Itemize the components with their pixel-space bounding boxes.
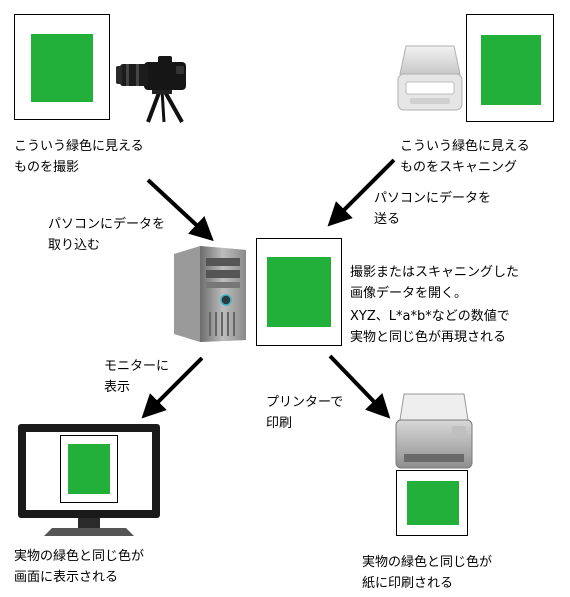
green-sample — [68, 444, 110, 494]
green-sample — [31, 34, 93, 102]
green-sample — [267, 257, 331, 327]
printed-paper — [396, 470, 468, 536]
arrow-pc-to-printer — [328, 354, 391, 419]
label-to-printer: プリンターで 印刷 — [266, 395, 344, 431]
printer-icon — [395, 393, 473, 469]
monitor-image-frame — [60, 435, 118, 503]
sample-frame-camera — [14, 14, 110, 120]
green-sample — [481, 35, 541, 105]
caption-printer-result: 実物の緑色と同じ色が 紙に印刷される — [362, 555, 493, 591]
arrow-camera-to-pc — [146, 178, 214, 242]
sample-frame-scanner — [466, 14, 554, 122]
computer-tower-icon — [174, 246, 246, 342]
arrow-pc-to-monitor — [141, 356, 204, 419]
caption-camera: こういう緑色に見える ものを撮影 — [14, 139, 144, 175]
label-to-pc-right: パソコンにデータを 送る — [374, 191, 492, 227]
scanner-icon — [397, 45, 463, 111]
label-to-monitor: モニターに 表示 — [104, 359, 170, 395]
caption-monitor-result: 実物の緑色と同じ色が 画面に表示される — [14, 549, 145, 585]
arrow-scanner-to-pc — [327, 158, 396, 227]
caption-open-image: 撮影またはスキャニングした 画像データを開く。 — [350, 265, 520, 301]
caption-scanner: こういう緑色に見える ものをスキャニング — [400, 139, 530, 175]
caption-reproduce: XYZ、L*a*b*などの数値で 実物と同じ色が再現される — [350, 309, 510, 345]
label-to-pc-left: パソコンにデータを 取り込む — [48, 217, 166, 253]
camera-icon — [116, 56, 186, 123]
opened-image-frame — [256, 238, 342, 346]
green-sample — [407, 481, 459, 525]
